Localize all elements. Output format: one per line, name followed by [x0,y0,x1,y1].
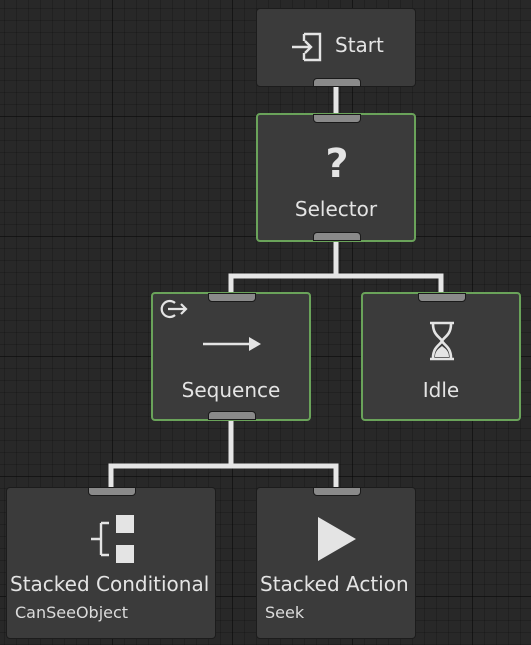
stacked-conditional-title: Stacked Conditional [10,572,210,596]
stacked-action-title: Stacked Action [260,572,409,596]
branch-icon [91,515,134,563]
selector-title: Selector [294,197,378,221]
selector-output-port[interactable] [313,232,361,241]
start-node[interactable]: Start [256,8,416,87]
idle-node[interactable]: Idle [361,292,521,421]
repeat-icon [160,299,188,319]
stacked-conditional-subtitle: CanSeeObject [15,603,129,622]
selector-input-port[interactable] [313,114,361,123]
arrow-right-icon [203,337,261,351]
sequence-title: Sequence [181,378,281,402]
edge-sequence-children [108,417,339,490]
idle-input-port[interactable] [418,293,466,302]
stacked-conditional-input-port[interactable] [88,487,136,496]
stacked-action-node[interactable]: Stacked Action Seek [256,487,416,639]
sequence-output-port[interactable] [208,411,256,420]
enter-icon [292,32,322,62]
start-title: Start [335,33,384,57]
hourglass-icon [430,321,454,361]
question-icon: ? [325,142,348,182]
stacked-conditional-node[interactable]: Stacked Conditional CanSeeObject [6,487,216,639]
start-output-port[interactable] [313,78,361,87]
stacked-action-subtitle: Seek [265,603,305,622]
sequence-input-port[interactable] [208,293,256,302]
svg-text:?: ? [325,142,348,182]
selector-node[interactable]: ? Selector [256,113,416,242]
sequence-node[interactable]: Sequence [151,292,311,421]
stacked-action-input-port[interactable] [313,487,361,496]
idle-title: Idle [422,378,460,402]
play-icon [318,517,356,561]
edge-selector-children [228,237,444,296]
